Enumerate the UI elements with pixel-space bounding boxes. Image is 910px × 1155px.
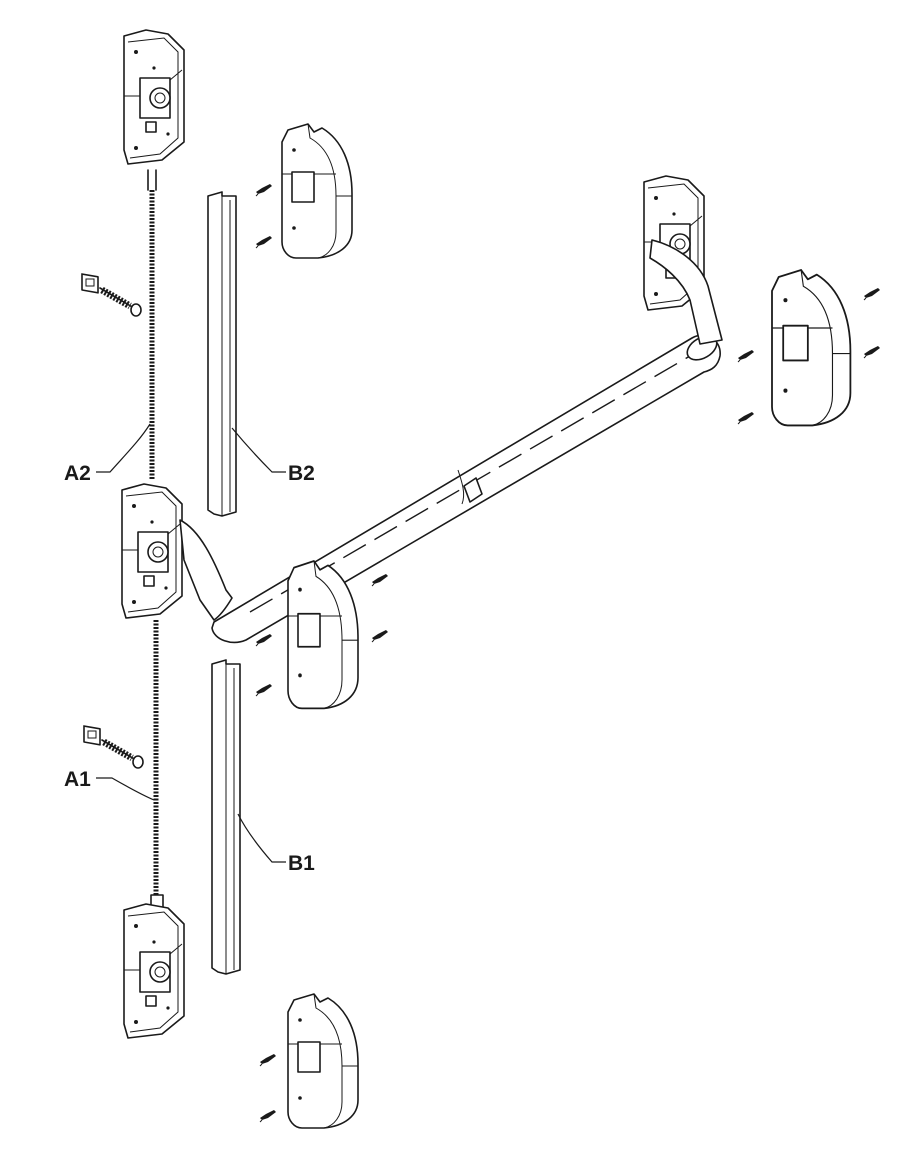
channel-b1 <box>211 659 241 975</box>
central-lever-arm <box>179 519 233 621</box>
right-lever-arm <box>649 239 723 345</box>
leader-b2 <box>231 427 286 473</box>
bottom-end-cap <box>287 993 359 1129</box>
right-end-cap <box>771 269 852 427</box>
leader-b1 <box>237 813 286 863</box>
label-b1: B1 <box>288 852 315 875</box>
label-b2: B2 <box>288 462 315 485</box>
top-end-cap <box>281 123 353 259</box>
top-latch-mechanism <box>123 29 185 165</box>
rod-a2 <box>147 169 157 480</box>
central-end-cap <box>287 560 359 710</box>
channel-b2 <box>207 191 237 517</box>
label-a2: A2 <box>64 462 91 485</box>
rod-a1 <box>150 620 164 918</box>
central-lock-mechanism <box>121 483 183 619</box>
bottom-latch-mechanism <box>123 903 185 1039</box>
leader-a1 <box>96 777 155 801</box>
lower-bracket-bolt <box>84 726 143 768</box>
upper-bracket-bolt <box>82 274 141 316</box>
label-a1: A1 <box>64 768 91 791</box>
leader-a2 <box>96 423 151 473</box>
